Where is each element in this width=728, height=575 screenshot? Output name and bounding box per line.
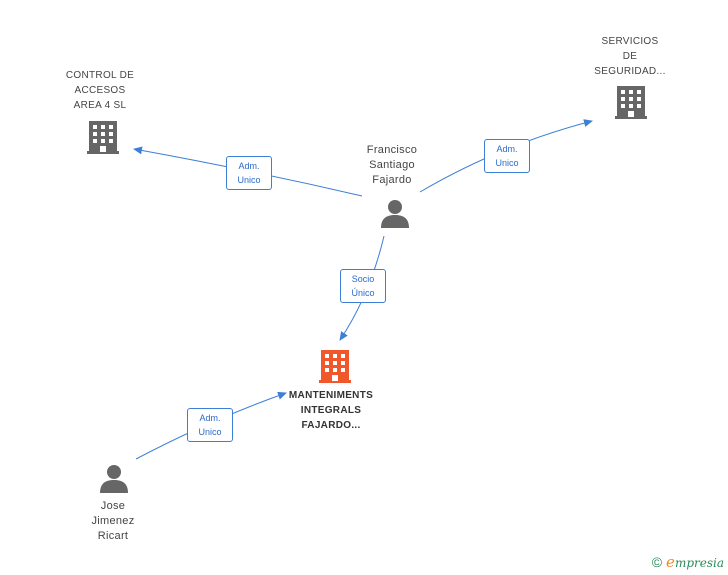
brand-logo: empresia	[666, 553, 724, 571]
node-label-line: AREA 4 SL	[73, 100, 127, 111]
brand-text: mpresia	[674, 556, 724, 570]
edge-label-adm-unico: Adm. Unico	[187, 408, 233, 442]
node-label-control-de-accesos[interactable]: CONTROL DE ACCESOS AREA 4 SL	[50, 68, 150, 113]
node-label-line: Ricart	[97, 530, 129, 542]
node-label-francisco-santiago-fajardo[interactable]: Francisco Santiago Fajardo	[342, 143, 442, 188]
copyright-icon: ©	[651, 554, 663, 570]
edge-label-line: Unico	[237, 175, 261, 185]
node-label-line: Jimenez	[91, 515, 135, 527]
node-label-line: SEGURIDAD...	[594, 66, 666, 77]
main-building-icon[interactable]	[319, 348, 351, 384]
edge-label-line: Unico	[495, 158, 519, 168]
node-label-line: CONTROL DE	[65, 70, 135, 81]
node-label-servicios-de-seguridad[interactable]: SERVICIOS DE SEGURIDAD...	[580, 34, 680, 79]
node-label-line: DE	[622, 51, 638, 62]
edge-label-line: Socio	[351, 274, 375, 284]
node-label-line: Fajardo	[372, 174, 412, 186]
node-label-line: ACCESOS	[74, 85, 126, 96]
edge-label-line: Único	[351, 288, 375, 298]
person-icon[interactable]	[380, 199, 410, 229]
person-icon[interactable]	[99, 464, 129, 494]
node-label-line: MANTENIMENTS	[288, 390, 374, 401]
node-label-line: FAJARDO...	[301, 420, 361, 431]
edge-label-adm-unico: Adm. Unico	[484, 139, 530, 173]
edge-label-adm-unico: Adm. Unico	[226, 156, 272, 190]
node-label-line: Jose	[100, 500, 126, 512]
building-icon[interactable]	[87, 119, 119, 155]
edge-label-line: Adm.	[199, 413, 221, 423]
node-label-line: Santiago	[369, 159, 415, 171]
node-label-line: SERVICIOS	[601, 36, 659, 47]
node-label-line: Francisco	[366, 144, 418, 156]
edge-label-line: Unico	[198, 427, 222, 437]
edge-label-line: Adm.	[238, 161, 260, 171]
footer-brand[interactable]: © empresia	[652, 553, 724, 571]
node-label-jose-jimenez-ricart[interactable]: Jose Jimenez Ricart	[63, 499, 163, 544]
node-label-line: INTEGRALS	[300, 405, 362, 416]
brand-initial: e	[666, 553, 675, 571]
building-icon[interactable]	[615, 84, 647, 120]
node-label-manteniments-integrals-fajardo[interactable]: MANTENIMENTS INTEGRALS FAJARDO...	[271, 388, 391, 433]
edge-label-socio-unico: Socio Único	[340, 269, 386, 303]
edge-label-line: Adm.	[496, 144, 518, 154]
